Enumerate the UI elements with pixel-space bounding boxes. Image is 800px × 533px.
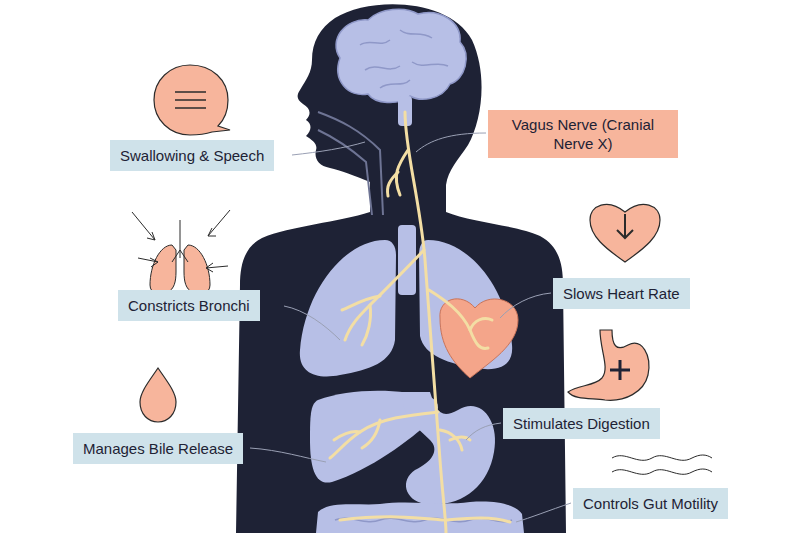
- nerve-label-box: Vagus Nerve (Cranial Nerve X): [488, 110, 678, 158]
- heart: [440, 299, 518, 378]
- label-text: Stimulates Digestion: [513, 414, 650, 433]
- stomach: [402, 392, 495, 505]
- left-lung: [300, 240, 396, 376]
- heart-icon: [590, 204, 660, 262]
- brain: [336, 9, 466, 102]
- wave-icon: [612, 455, 712, 474]
- label-text: Manages Bile Release: [83, 439, 233, 458]
- function-label-box: Constricts Bronchi: [118, 290, 260, 321]
- intestines: [316, 502, 524, 533]
- function-label-box: Stimulates Digestion: [503, 408, 660, 439]
- leader-lines: [250, 133, 571, 522]
- function-label-box: Slows Heart Rate: [553, 278, 690, 309]
- speech-icon: [154, 65, 230, 135]
- function-label-box: Controls Gut Motility: [573, 488, 728, 519]
- label-text: Vagus Nerve (Cranial Nerve X): [508, 115, 658, 153]
- vagus-nerve: [330, 112, 510, 533]
- brain-folds: [360, 30, 448, 88]
- function-label-box: Manages Bile Release: [73, 433, 243, 464]
- label-text: Constricts Bronchi: [128, 296, 250, 315]
- stomach-icon: [568, 330, 649, 400]
- lungs-icon: [132, 210, 230, 294]
- label-text: Swallowing & Speech: [120, 146, 264, 165]
- label-text: Slows Heart Rate: [563, 284, 680, 303]
- drop-icon: [140, 368, 176, 422]
- airway: [318, 112, 383, 215]
- body-silhouette: [236, 4, 566, 533]
- function-label-box: Swallowing & Speech: [110, 140, 274, 171]
- label-text: Controls Gut Motility: [583, 494, 718, 513]
